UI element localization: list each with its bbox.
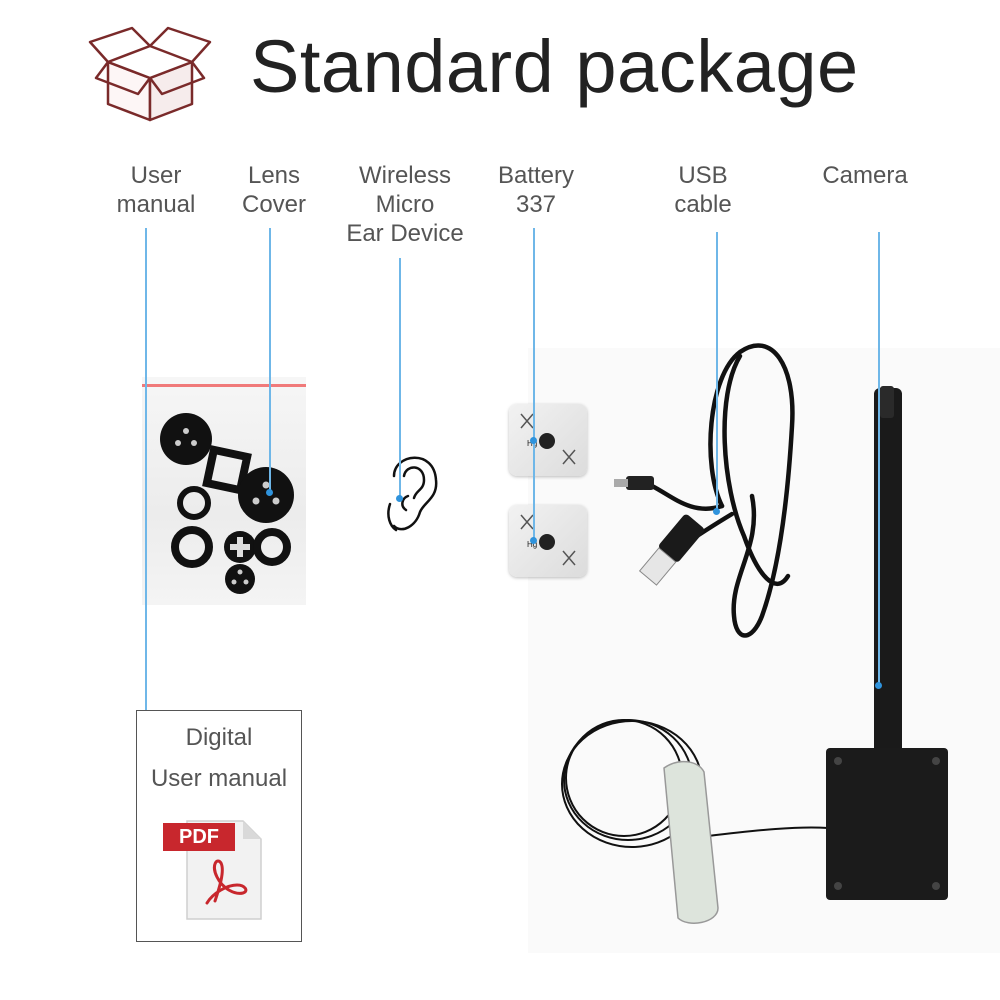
leader-line-usb-cable <box>716 232 718 512</box>
leader-line-camera <box>878 232 880 686</box>
leader-line-user-manual <box>145 228 147 732</box>
digital-user-manual-box: Digital User manual PDF <box>136 710 302 942</box>
label-ear-device: Wireless Micro Ear Device <box>346 162 464 247</box>
leader-dot-lens-cover <box>266 489 273 496</box>
pdf-file-icon: PDF <box>163 819 263 921</box>
label-usb-cable: USB cable <box>674 162 732 218</box>
label-battery: Battery 337 <box>497 162 575 218</box>
digital-manual-line1: Digital <box>185 724 253 751</box>
leader-line-lens-cover <box>269 228 271 492</box>
leader-line-ear-device <box>399 258 401 498</box>
leader-dot-battery-2 <box>530 537 537 544</box>
leader-line-battery <box>533 228 535 540</box>
leader-dot-battery-1 <box>530 437 537 444</box>
bag-zip <box>142 384 306 387</box>
pdf-label: PDF <box>179 826 219 848</box>
leader-dot-usb-cable <box>713 508 720 515</box>
usb-cable-image <box>612 336 810 648</box>
box-icon <box>88 22 212 124</box>
leader-dot-ear-device <box>396 495 403 502</box>
svg-text:Hg: Hg <box>527 540 537 549</box>
ear-icon <box>380 446 442 536</box>
camera-product-image <box>528 348 1000 953</box>
page-title: Standard package <box>250 25 859 108</box>
label-lens-cover: Lens Cover <box>241 162 307 218</box>
digital-manual-line2: User manual <box>150 765 288 792</box>
battery-card-1: Hg <box>509 404 587 476</box>
lens-cover-bag <box>142 377 306 605</box>
label-camera: Camera <box>822 162 908 189</box>
label-user-manual: User manual <box>116 162 196 218</box>
battery-card-2: Hg <box>509 505 587 577</box>
leader-dot-camera <box>875 682 882 689</box>
